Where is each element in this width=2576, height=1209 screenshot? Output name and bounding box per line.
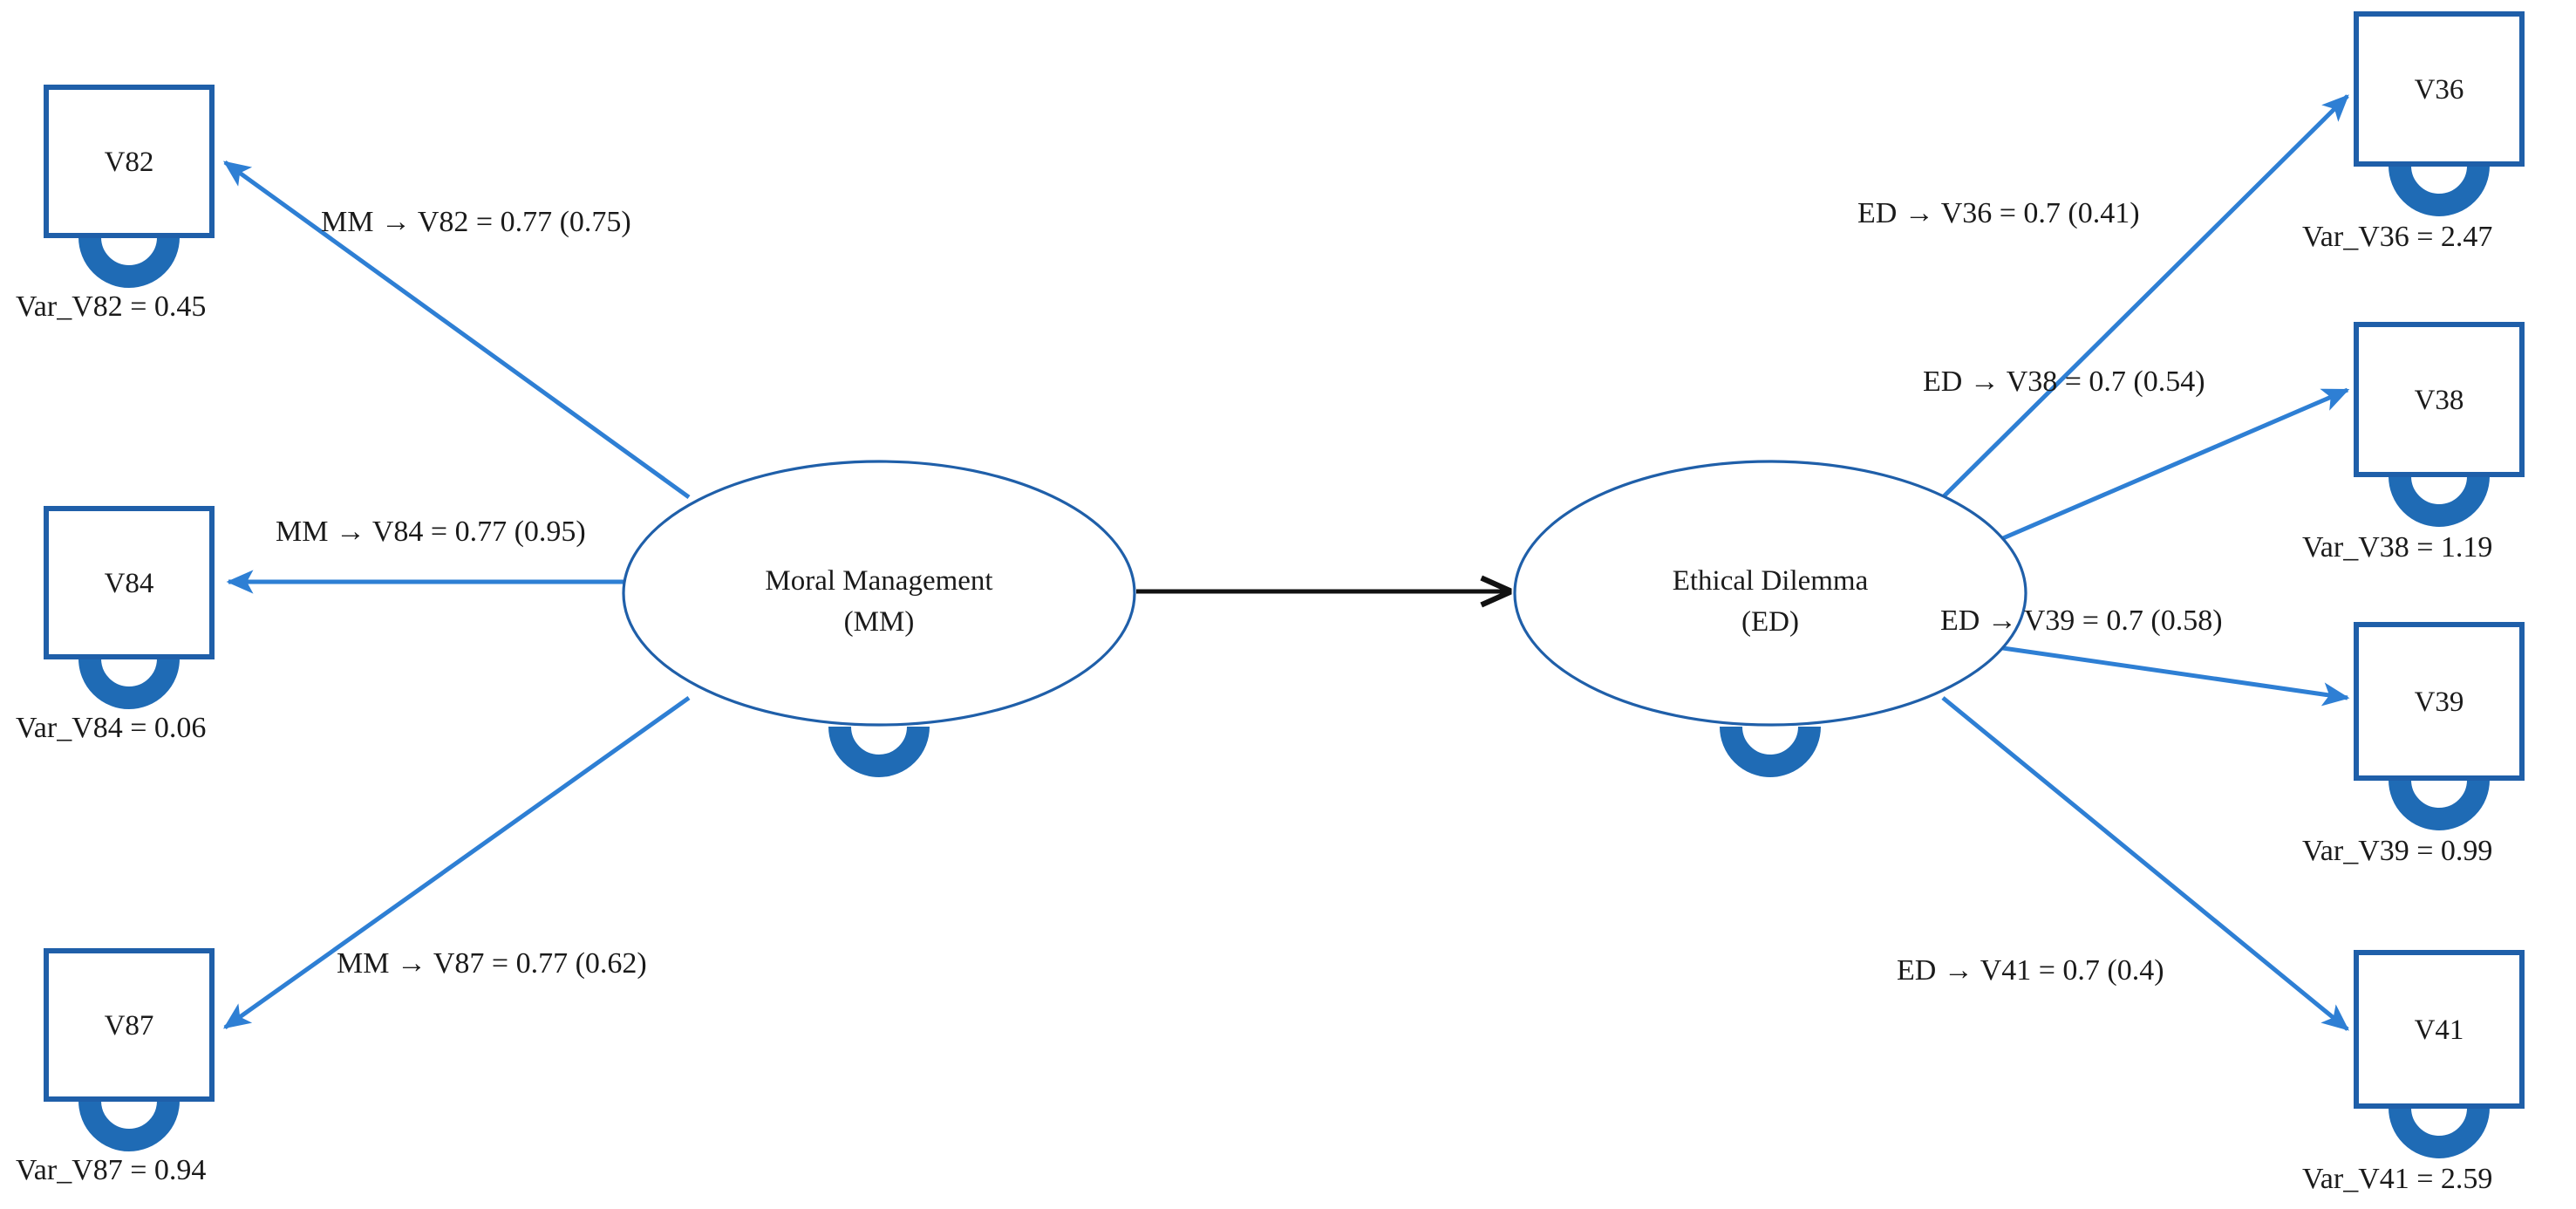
variance-label-V84: Var_V84 = 0.06 — [16, 712, 206, 744]
indicator-box-V87[interactable] — [44, 948, 215, 1102]
indicator-label-V39: V39 — [2415, 686, 2464, 718]
indicator-box-V84[interactable] — [44, 506, 215, 659]
loading-arrow-ED-V38 — [1996, 387, 2350, 543]
residual-variance-loop-MM — [828, 726, 930, 777]
latent-ellipses-layer: Moral Management (MM) Ethical Dilemma (ED) — [622, 460, 2027, 727]
variance-label-V38: Var_V38 = 1.19 — [2302, 531, 2492, 564]
indicator-label-V84: V84 — [105, 568, 154, 599]
loading-label-ED-V41: ED → V41 = 0.7 (0.4) — [1897, 954, 2164, 987]
loading-arrow-MM-V87 — [222, 695, 691, 1030]
indicator-box-V82[interactable] — [44, 85, 215, 238]
indicator-label-V41: V41 — [2415, 1014, 2464, 1046]
indicator-label-V82: V82 — [105, 147, 154, 178]
loading-label-MM-V82: MM → V82 = 0.77 (0.75) — [321, 206, 631, 238]
variance-label-V41: Var_V41 = 2.59 — [2302, 1163, 2492, 1195]
residual-variance-loop-ED — [1720, 726, 1821, 777]
loading-arrow-ED-V39 — [1996, 645, 2350, 707]
residual-variance-loop-V82 — [78, 236, 180, 288]
loading-arrow-ED-V36 — [1941, 94, 2349, 499]
loading-label-MM-V84: MM → V84 = 0.77 (0.95) — [276, 516, 586, 548]
loading-label-ED-V36: ED → V36 = 0.7 (0.41) — [1857, 197, 2140, 229]
latent-node-MM[interactable]: Moral Management (MM) — [622, 460, 1136, 727]
residual-variance-loop-V87 — [78, 1100, 180, 1151]
residual-variance-loop-V84 — [78, 658, 180, 709]
loading-label-ED-V38: ED → V38 = 0.7 (0.54) — [1923, 365, 2205, 398]
residual-variance-loop-V41 — [2389, 1107, 2490, 1158]
latent-ellipse-ED[interactable] — [1513, 460, 2027, 727]
loading-label-MM-V87: MM → V87 = 0.77 (0.62) — [337, 947, 647, 980]
indicator-label-V38: V38 — [2415, 385, 2464, 416]
loading-arrow-ED-V41 — [1941, 696, 2349, 1031]
variance-label-V87: Var_V87 = 0.94 — [16, 1154, 206, 1186]
indicator-box-V39[interactable] — [2354, 622, 2525, 781]
latent-label-ED-line1: Ethical Dilemma — [1673, 565, 1869, 597]
variance-label-V82: Var_V82 = 0.45 — [16, 290, 206, 323]
indicator-box-V41[interactable] — [2354, 950, 2525, 1109]
residual-variance-loop-V39 — [2389, 779, 2490, 830]
residual-variance-loop-V38 — [2389, 475, 2490, 527]
latent-label-MM-line1: Moral Management — [765, 565, 992, 597]
variance-label-V39: Var_V39 = 0.99 — [2302, 835, 2492, 867]
latent-label-ED-line2: (ED) — [1741, 606, 1799, 638]
variance-label-V36: Var_V36 = 2.47 — [2302, 221, 2492, 253]
indicator-box-V36[interactable] — [2354, 11, 2525, 167]
latent-ellipse-MM[interactable] — [622, 460, 1136, 727]
indicator-label-V87: V87 — [105, 1010, 154, 1042]
loading-paths-layer — [222, 94, 2350, 1031]
loading-arrow-MM-V82 — [222, 160, 691, 500]
residual-variance-loop-V36 — [2389, 165, 2490, 216]
latent-label-MM-line2: (MM) — [844, 606, 915, 638]
indicator-label-V36: V36 — [2415, 74, 2464, 106]
residual-loops-layer — [78, 165, 2490, 1158]
loading-label-ED-V39: ED → V39 = 0.7 (0.58) — [1940, 604, 2223, 637]
edge-labels-layer: MM → V82 = 0.77 (0.75) MM → V84 = 0.77 (0… — [276, 197, 2223, 987]
latent-node-ED[interactable]: Ethical Dilemma (ED) — [1513, 460, 2027, 727]
indicator-box-V38[interactable] — [2354, 322, 2525, 477]
